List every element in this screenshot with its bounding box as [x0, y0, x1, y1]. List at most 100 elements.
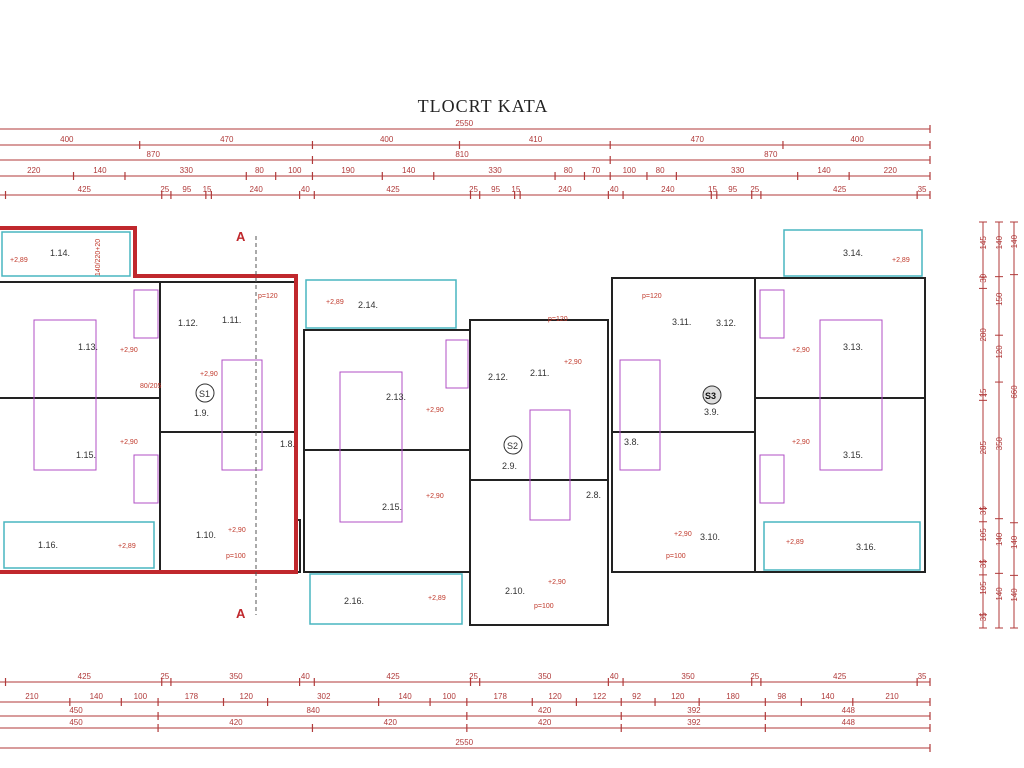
- room-label: 2.13.: [386, 392, 406, 402]
- dimension-value: 140: [995, 235, 1004, 249]
- wardrobe: [759, 454, 785, 504]
- dimension-value: 425: [386, 185, 400, 194]
- room-label: 2.9.: [502, 461, 517, 471]
- dimension-value: 100: [134, 692, 148, 701]
- dimension-value: 392: [687, 718, 701, 727]
- dimension-value: 80: [255, 166, 264, 175]
- dimension-value: 448: [842, 718, 856, 727]
- balcony-1-14: [1, 231, 131, 277]
- room-label: 3.15.: [843, 450, 863, 460]
- balconies: [1, 229, 923, 625]
- dimension-value: 140: [995, 532, 1004, 546]
- dimension-value: 80: [564, 166, 573, 175]
- dimension-value: 350: [681, 672, 695, 681]
- opening-label: p=100: [666, 553, 686, 560]
- dimension-value: 100: [623, 166, 637, 175]
- stair-label: S2: [507, 441, 518, 451]
- elevation-label: +2,90: [792, 439, 810, 446]
- dimension-value: 15: [708, 185, 717, 194]
- room-label: 3.14.: [843, 248, 863, 258]
- opening-label: p=120: [258, 293, 278, 300]
- dimension-value: 840: [306, 706, 320, 715]
- dimension-value: 25: [160, 185, 169, 194]
- dimension-value: 660: [1010, 385, 1019, 399]
- dimension-value: 80: [656, 166, 665, 175]
- opening-label: p=100: [226, 553, 246, 560]
- wardrobe: [445, 339, 469, 389]
- dimension-value: 100: [442, 692, 456, 701]
- dimension-value: 25: [750, 672, 759, 681]
- dimension-value: 330: [180, 166, 194, 175]
- opening-label: p=120: [642, 293, 662, 300]
- dimension-value: 285: [979, 441, 988, 455]
- dimension-value: 95: [491, 185, 500, 194]
- dimension-value: 350: [538, 672, 552, 681]
- dimension-value: 30: [979, 273, 988, 282]
- room-label: 1.11.: [222, 315, 241, 325]
- room-label: 2.15.: [382, 502, 402, 512]
- dimension-value: 120: [671, 692, 685, 701]
- staircase: [221, 359, 263, 471]
- dimension-value: 450: [69, 706, 83, 715]
- dimension-value: 400: [60, 135, 74, 144]
- balcony-2-16: [309, 573, 463, 625]
- opening-label: p=120: [548, 316, 568, 323]
- section-mark-bottom: A: [236, 606, 246, 621]
- stair-label: S3: [705, 391, 716, 401]
- furniture: [33, 289, 883, 523]
- dimension-value: 425: [833, 672, 847, 681]
- room-label: 3.10.: [700, 532, 720, 542]
- dimension-value: 425: [386, 672, 400, 681]
- dimension-value: 240: [249, 185, 263, 194]
- room-label: 1.10.: [196, 530, 216, 540]
- staircase: [529, 409, 571, 521]
- section-mark-top: A: [236, 229, 246, 244]
- dimension-value: 180: [726, 692, 740, 701]
- dimension-value: 120: [995, 345, 1004, 359]
- dimension-value: 870: [764, 150, 778, 159]
- dimension-value: 140: [90, 692, 104, 701]
- right-dimension-chain: 1453028015285351053510535140150120350140…: [979, 221, 1019, 629]
- elevation-label: +2,89: [326, 299, 344, 306]
- elevation-label: +2,89: [118, 543, 136, 550]
- dimension-value: 220: [884, 166, 898, 175]
- room-label: 2.10.: [505, 586, 525, 596]
- dimension-value: 2550: [455, 738, 473, 747]
- dimension-value: 95: [728, 185, 737, 194]
- dimension-value: 400: [850, 135, 864, 144]
- dimension-value: 178: [185, 692, 199, 701]
- dimension-value: 15: [979, 388, 988, 397]
- elevation-label: +2,90: [426, 407, 444, 414]
- wardrobe: [759, 289, 785, 339]
- door-size-label: 80/205: [140, 383, 162, 390]
- room-label: 2.16.: [344, 596, 364, 606]
- dimension-value: 330: [731, 166, 745, 175]
- dimension-value: 425: [833, 185, 847, 194]
- room-label: 1.8.: [280, 439, 295, 449]
- dimension-value: 220: [27, 166, 41, 175]
- double-bed: [339, 371, 403, 523]
- dimension-value: 448: [842, 706, 856, 715]
- dimension-value: 302: [317, 692, 331, 701]
- stair-label: S1: [199, 389, 210, 399]
- unit-1-highlight-outline: [0, 226, 298, 574]
- dimension-value: 2550: [455, 119, 473, 128]
- room-label: 1.9.: [194, 408, 209, 418]
- elevation-label: +2,90: [228, 527, 246, 534]
- room-label: 1.16.: [38, 540, 58, 550]
- elevation-markers: +2,89 +2,90 +2,90 +2,89 +2,90 +2,90 +2,8…: [10, 239, 910, 610]
- room-label: 2.12.: [488, 372, 508, 382]
- dimension-value: 140: [1010, 234, 1019, 248]
- balcony-3-14: [783, 229, 923, 277]
- dimension-value: 40: [610, 185, 619, 194]
- wardrobe: [133, 454, 159, 504]
- dimension-value: 70: [591, 166, 600, 175]
- room-label: 1.12.: [178, 318, 198, 328]
- dimension-value: 140: [398, 692, 412, 701]
- dimension-value: 470: [691, 135, 705, 144]
- dimension-value: 40: [610, 672, 619, 681]
- elevation-label: +2,90: [564, 359, 582, 366]
